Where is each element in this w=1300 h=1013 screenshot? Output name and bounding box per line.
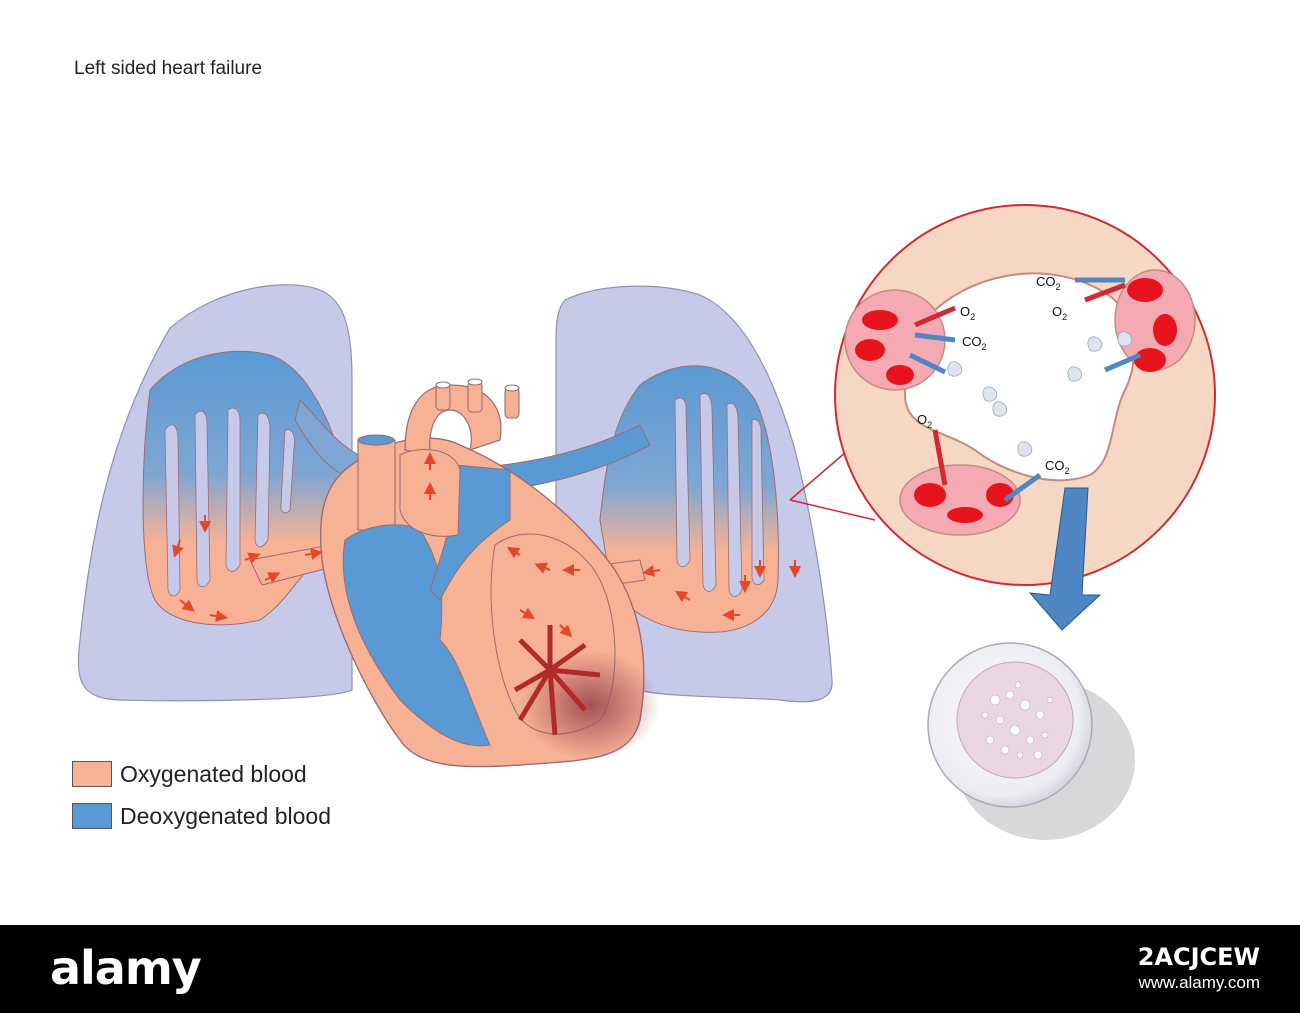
legend-item-deoxygenated: Deoxygenated blood xyxy=(72,795,331,837)
aortic-branches xyxy=(435,378,520,419)
diagram-canvas: O2 CO2 CO2 O2 O2 CO2 Left sided heart fa… xyxy=(72,58,1216,840)
flow-arrows xyxy=(172,452,801,638)
brand-logo: alamy xyxy=(50,941,202,995)
right-lung-vessel-gaps xyxy=(674,393,765,597)
left-lung-vessel-gaps xyxy=(164,407,295,597)
downward-arrow xyxy=(1028,487,1102,631)
site-url: www.alamy.com xyxy=(1138,973,1260,992)
gas-label-o2-1: O2 xyxy=(960,304,975,322)
footer-info: 2ACJCEW www.alamy.com xyxy=(1138,943,1260,993)
superior-vena-cava xyxy=(357,439,396,531)
legend-swatch-oxygenated xyxy=(72,761,112,787)
legend-item-oxygenated: Oxygenated blood xyxy=(72,753,331,795)
congested-myocardium xyxy=(520,650,660,760)
image-id: 2ACJCEW xyxy=(1137,943,1260,971)
fluid-droplets xyxy=(947,331,1133,457)
legend-label-oxygenated: Oxygenated blood xyxy=(120,760,307,787)
alveolus-air-space xyxy=(903,272,1136,482)
legend-label-deoxygenated: Deoxygenated blood xyxy=(120,802,331,829)
gas-label-o2-3: O2 xyxy=(917,412,932,430)
gas-label-co2-3: CO2 xyxy=(1045,458,1070,476)
pressure-arrows xyxy=(513,625,601,736)
zoom-line-bottom xyxy=(789,499,876,521)
gas-label-co2-2: CO2 xyxy=(1036,274,1061,292)
heart xyxy=(319,378,660,768)
legend-swatch-deoxygenated xyxy=(72,803,112,829)
gas-label-o2-2: O2 xyxy=(1052,304,1067,322)
alveolus-inset: O2 CO2 CO2 O2 O2 CO2 xyxy=(834,204,1216,586)
footer-bar: alamy 2ACJCEW www.alamy.com xyxy=(0,925,1300,1013)
page-title: Left sided heart failure xyxy=(74,58,263,79)
gas-label-co2-1: CO2 xyxy=(962,334,987,352)
heart-lung-illustration: O2 CO2 CO2 O2 O2 CO2 xyxy=(77,204,1216,840)
legend: Oxygenated blood Deoxygenated blood xyxy=(72,753,331,837)
tissue-sample-dish xyxy=(927,642,1135,840)
red-blood-cells xyxy=(855,278,1177,523)
gas-exchange-arrows xyxy=(908,277,1141,503)
